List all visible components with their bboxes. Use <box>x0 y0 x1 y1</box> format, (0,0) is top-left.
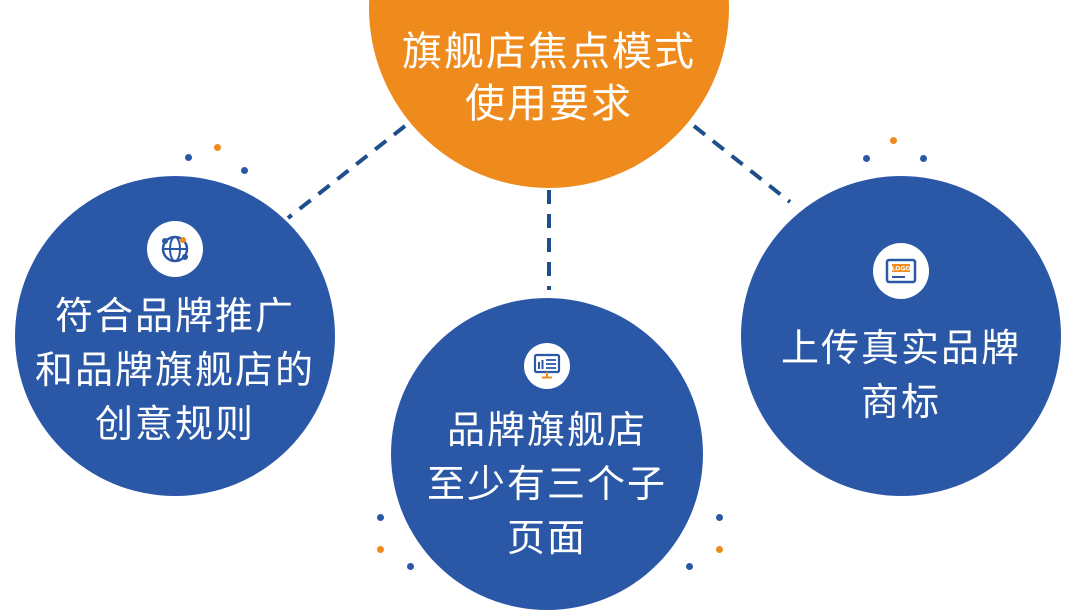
connector-right <box>692 124 792 204</box>
requirement-circle-brand-rules: 符合品牌推广 和品牌旗舰店的 创意规则 <box>15 176 335 496</box>
central-title-line-2: 使用要求 <box>465 81 633 127</box>
central-title-line-1: 旗舰店焦点模式 <box>402 29 696 75</box>
decor-dot <box>863 155 870 162</box>
requirement-circle-trademark: LOGO 上传真实品牌 商标 <box>741 176 1061 496</box>
requirement-text-line: 至少有三个子 <box>426 462 667 506</box>
decor-dot <box>407 563 414 570</box>
decor-dot <box>241 167 248 174</box>
logo-badge-text: LOGO <box>892 266 911 273</box>
icon-badge <box>147 221 203 277</box>
decor-dot <box>686 563 693 570</box>
globe-network-icon <box>161 235 189 263</box>
requirement-text-line: 页面 <box>506 516 587 560</box>
requirement-text-line: 创意规则 <box>94 402 255 446</box>
requirement-text-line: 品牌旗舰店 <box>446 408 647 452</box>
requirement-text-line: 和品牌旗舰店的 <box>34 348 315 392</box>
decor-dot <box>214 144 221 151</box>
decor-dot <box>890 137 897 144</box>
logo-badge-icon: LOGO <box>885 258 917 284</box>
decor-dot <box>920 155 927 162</box>
decor-dot <box>377 514 384 521</box>
requirement-circle-subpages: 品牌旗舰店 至少有三个子 页面 <box>391 298 703 610</box>
decor-dot <box>185 154 192 161</box>
icon-badge <box>524 343 570 389</box>
requirement-text-line: 商标 <box>860 380 941 424</box>
decor-dot <box>377 546 384 553</box>
decor-dot <box>716 514 723 521</box>
requirement-text-line: 符合品牌推广 <box>54 294 295 338</box>
connector-left <box>286 124 407 220</box>
decor-dot <box>716 546 723 553</box>
icon-badge: LOGO <box>873 243 929 299</box>
web-page-icon <box>533 353 561 379</box>
requirement-text-line: 上传真实品牌 <box>780 326 1021 370</box>
